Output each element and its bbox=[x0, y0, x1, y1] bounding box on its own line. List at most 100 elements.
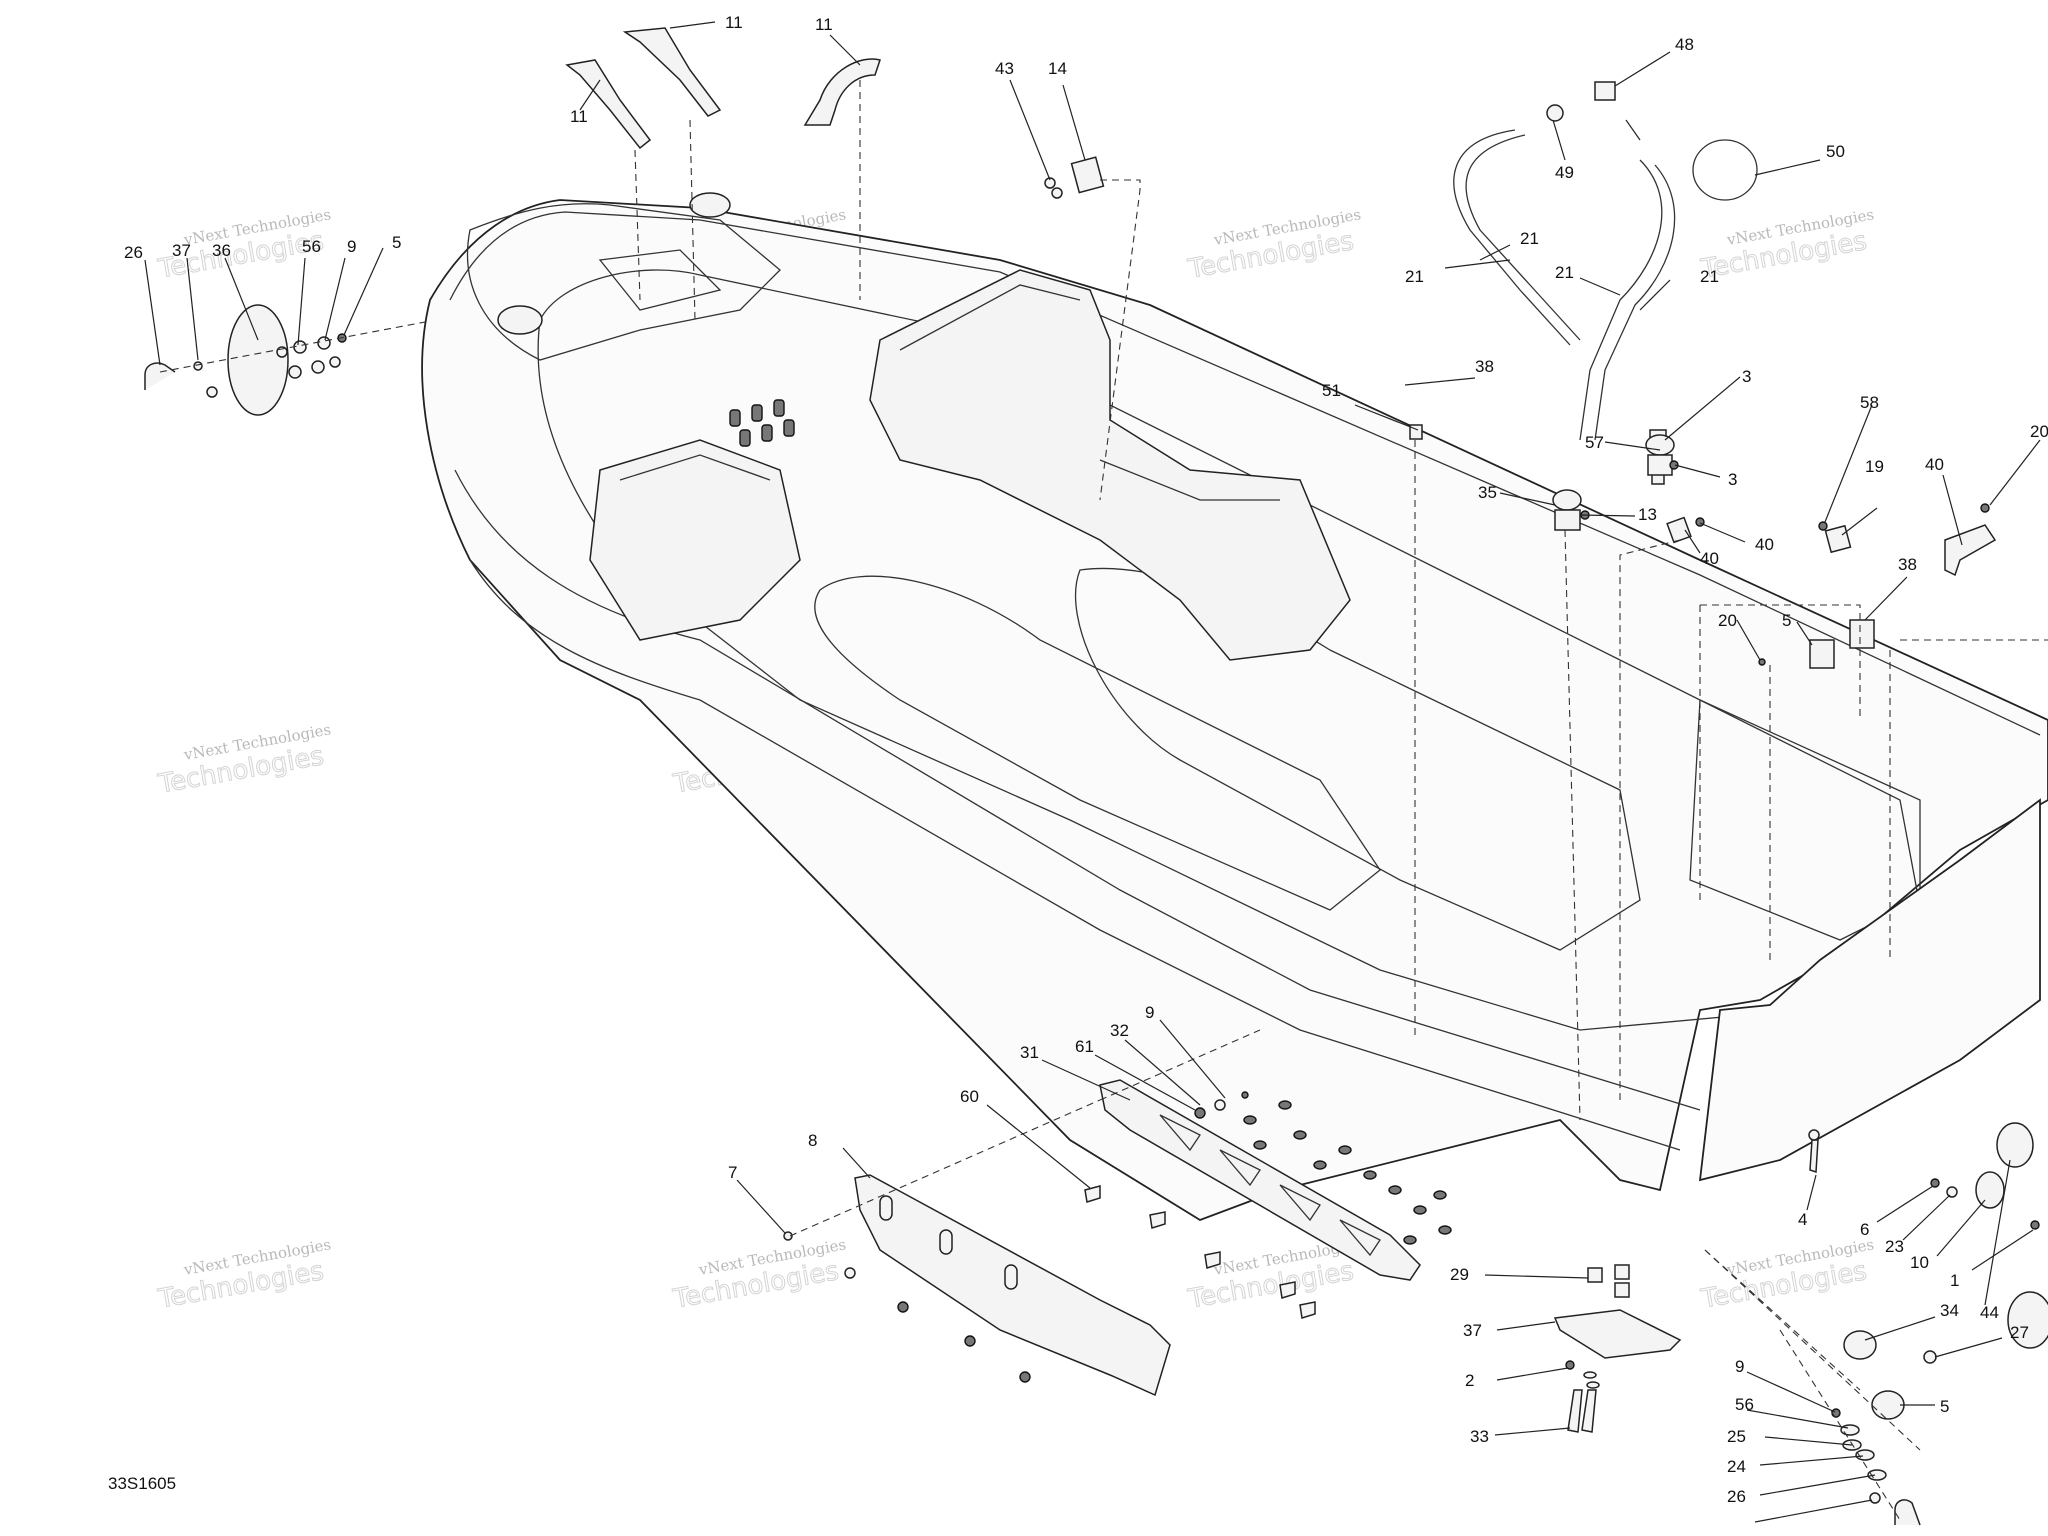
watermark-9: Technologies vNext Technologies bbox=[155, 1235, 333, 1315]
sponson-61 bbox=[1099, 1079, 1421, 1281]
hull-chine bbox=[454, 469, 1701, 1111]
callout-49: 49 bbox=[1555, 163, 1574, 182]
sponson-61-detail bbox=[1159, 1114, 1381, 1257]
nut-44a bbox=[1587, 1267, 1603, 1283]
callout-21b: 21 bbox=[1405, 267, 1424, 286]
vent-fittings bbox=[1409, 424, 1705, 1121]
clip-58 bbox=[1824, 524, 1852, 554]
callout-9b: 32 bbox=[1110, 1021, 1129, 1040]
transom-fittings bbox=[1704, 1122, 2048, 1451]
callout-40c: 20 bbox=[2030, 422, 2048, 441]
deck-slots bbox=[729, 399, 795, 447]
fitting-23 bbox=[1975, 1171, 2005, 1209]
callout-38b: 20 bbox=[1718, 611, 1737, 630]
callout-37b: 2 bbox=[1465, 1371, 1474, 1390]
callout-5c: 9 bbox=[1735, 1357, 1744, 1376]
fitting-1b bbox=[2007, 1291, 2048, 1349]
watermark-3: Technologies vNext Technologies bbox=[1185, 205, 1363, 285]
watermark-5: Technologies vNext Technologies bbox=[155, 720, 333, 800]
callout-58: 19 bbox=[1865, 457, 1884, 476]
leader-lines bbox=[144, 21, 2041, 1523]
callout-37a: 37 bbox=[172, 241, 191, 260]
grab-handle-1 bbox=[565, 59, 652, 150]
clip-group-right bbox=[1699, 503, 2048, 960]
screw-34 bbox=[1923, 1350, 1937, 1364]
callout-13: 40 bbox=[1700, 549, 1719, 568]
callout-44: 29 bbox=[1450, 1265, 1469, 1284]
callout-29: 37 bbox=[1463, 1321, 1482, 1340]
hose-21a bbox=[1453, 129, 1571, 346]
callout-9a: 9 bbox=[347, 237, 356, 256]
hull-body bbox=[421, 199, 2048, 1221]
callout-19: 40 bbox=[1925, 455, 1944, 474]
callout-60: 8 bbox=[808, 1131, 817, 1150]
hose-21c bbox=[1579, 159, 1663, 441]
callout-27: 5 bbox=[1940, 1397, 1949, 1416]
callout-38a: 38 bbox=[1475, 357, 1494, 376]
hull-outer-shell bbox=[421, 199, 2048, 1221]
callout-40b: 58 bbox=[1860, 393, 1879, 412]
callout-1: 44 bbox=[1980, 1303, 1999, 1322]
callout-35a: 35 bbox=[1478, 483, 1497, 502]
callout-61: 31 bbox=[1020, 1043, 1039, 1062]
drain-plug-33 bbox=[1843, 1330, 1877, 1360]
hull-footwell-left bbox=[814, 575, 1381, 911]
clip-20b bbox=[1849, 619, 1875, 649]
bow-storage bbox=[466, 192, 781, 361]
callout-32: 61 bbox=[1075, 1037, 1094, 1056]
callout-56b: 25 bbox=[1727, 1427, 1746, 1446]
hull-gunwale bbox=[449, 211, 2041, 736]
callouts: 11 11 11 43 14 48 49 50 21 21 21 21 26 3… bbox=[124, 13, 2048, 1506]
bolt-2a bbox=[1567, 1389, 1583, 1433]
strap-50 bbox=[1692, 139, 1758, 201]
grab-handles bbox=[565, 27, 881, 321]
reboarding-step-29 bbox=[1553, 1309, 1682, 1359]
callout-9c: 56 bbox=[1735, 1395, 1754, 1414]
callout-40a: 40 bbox=[1755, 535, 1774, 554]
hull-deck-well bbox=[537, 269, 1931, 1031]
callout-23: 10 bbox=[1910, 1253, 1929, 1272]
callout-11c: 11 bbox=[815, 15, 833, 34]
bracket-19 bbox=[1944, 524, 1997, 577]
callout-11b: 11 bbox=[570, 107, 588, 126]
callout-3b: 13 bbox=[1638, 505, 1657, 524]
hose-assembly bbox=[1453, 81, 1758, 485]
callout-10: 1 bbox=[1950, 1271, 1959, 1290]
vent-35b bbox=[1645, 434, 1675, 456]
bow-plate-36 bbox=[227, 304, 289, 416]
bolt-31 bbox=[1084, 1185, 1101, 1203]
u-bolt-26 bbox=[144, 362, 176, 390]
stern-eye-assembly bbox=[1779, 1329, 1921, 1526]
hull-transom bbox=[1698, 798, 2041, 1182]
connector-48 bbox=[1594, 81, 1616, 101]
callout-8: 7 bbox=[728, 1163, 737, 1182]
u-bolt-26b bbox=[1894, 1499, 1921, 1526]
drain-plug-27 bbox=[1871, 1390, 1905, 1420]
callout-5a: 5 bbox=[392, 233, 401, 252]
watermark-12: Technologies vNext Technologies bbox=[1698, 1235, 1876, 1315]
callout-3a: 3 bbox=[1728, 470, 1737, 489]
callout-21a: 21 bbox=[1520, 229, 1539, 248]
callout-43: 43 bbox=[995, 59, 1014, 78]
callout-34: 27 bbox=[2010, 1323, 2029, 1342]
callout-24: 26 bbox=[1727, 1487, 1746, 1506]
vent-clip-14 bbox=[1070, 156, 1105, 194]
callout-21c: 21 bbox=[1555, 263, 1574, 282]
callout-6: 23 bbox=[1885, 1237, 1904, 1256]
callout-2: 33 bbox=[1470, 1427, 1489, 1446]
callout-31: 60 bbox=[960, 1087, 979, 1106]
clip-13 bbox=[1666, 516, 1692, 544]
stud-7 bbox=[1809, 1139, 1819, 1174]
fitting-1a bbox=[1996, 1122, 2034, 1168]
watermark-4: Technologies vNext Technologies bbox=[1698, 205, 1876, 285]
front-console bbox=[589, 439, 801, 641]
callout-51: 51 bbox=[1322, 381, 1341, 400]
callout-7: 4 bbox=[1798, 1210, 1807, 1229]
callout-35b: 3 bbox=[1742, 367, 1751, 386]
callout-48: 48 bbox=[1675, 35, 1694, 54]
hose-21b bbox=[1465, 134, 1581, 341]
callout-33: 34 bbox=[1940, 1301, 1959, 1320]
vent-35a bbox=[1552, 489, 1582, 511]
hull-rub-rail bbox=[469, 559, 1681, 1151]
